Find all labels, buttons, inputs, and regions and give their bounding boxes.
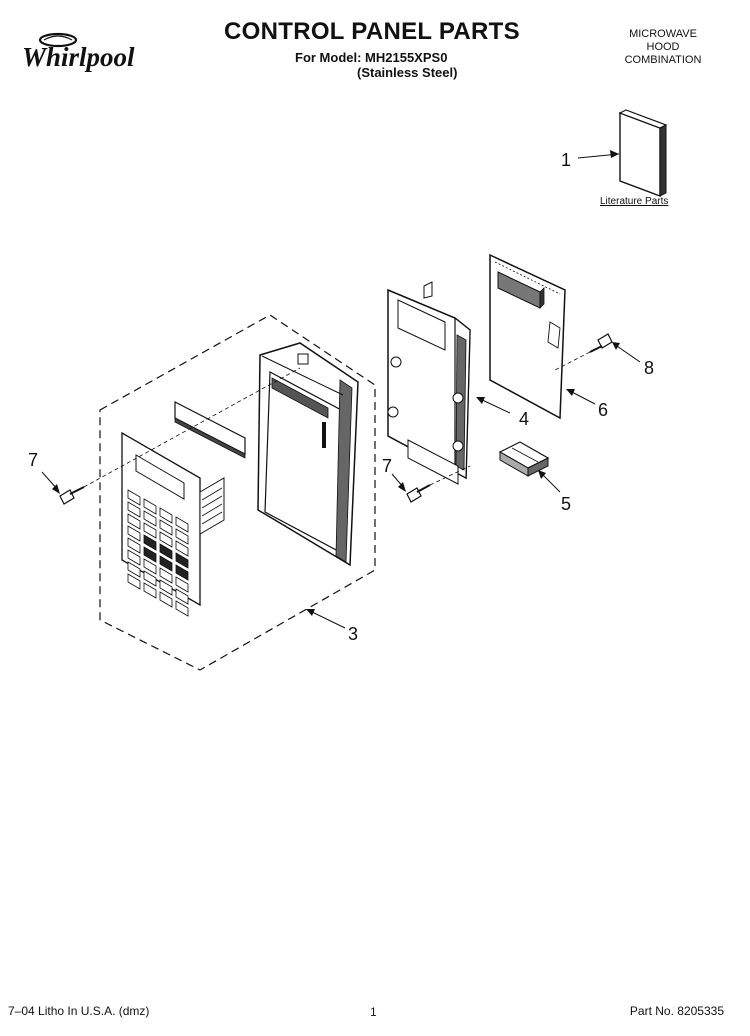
keypad-key [143, 558, 157, 575]
whirlpool-logo: Whirlpool [22, 32, 135, 72]
keypad-key [143, 498, 157, 515]
model-number: For Model: MH2155XPS0 [295, 50, 448, 65]
control-panel-frame[interactable] [257, 342, 359, 567]
keypad-key [175, 588, 189, 605]
finish-label: (Stainless Steel) [357, 65, 458, 80]
arrow-head [476, 397, 485, 404]
keypad-key [127, 489, 141, 506]
callout-8[interactable]: 8 [644, 358, 654, 378]
leader-line [307, 609, 346, 629]
keypad-key [159, 591, 173, 608]
keypad-key [159, 543, 173, 560]
product-type-line: MICROWAVE [629, 28, 697, 40]
keypad-key [127, 525, 141, 542]
keypad-key [159, 519, 173, 536]
callout-5[interactable]: 5 [561, 494, 571, 514]
keypad-key [159, 507, 173, 524]
bracket-part-4[interactable] [387, 281, 471, 485]
keypad-key [127, 513, 141, 530]
leader-line [613, 343, 641, 363]
keypad-key [175, 516, 189, 533]
keypad-key [175, 540, 189, 557]
screw-part-7-right[interactable] [406, 484, 431, 503]
keypad-key [127, 549, 141, 566]
arrow-head [612, 342, 620, 350]
keypad-key [159, 579, 173, 596]
keypad-key [175, 564, 189, 581]
keypad-key [127, 501, 141, 518]
keypad-key [143, 570, 157, 587]
screw-part-7-left[interactable] [59, 486, 85, 505]
arrow-head [306, 609, 315, 616]
keypad-key [127, 573, 141, 590]
keypad-ribbon [199, 477, 225, 535]
keypad-key [159, 531, 173, 548]
litho-note: 7–04 Litho In U.S.A. (dmz) [8, 1004, 150, 1018]
assembly-line [429, 465, 471, 486]
keypad-key [127, 537, 141, 554]
callout-4[interactable]: 4 [519, 409, 529, 429]
assembly-line [83, 367, 301, 488]
callout-7-left[interactable]: 7 [28, 450, 38, 470]
part-number: Part No. 8205335 [629, 1004, 724, 1018]
connector-clip-part-5[interactable] [498, 441, 550, 477]
keypad-key [159, 555, 173, 572]
literature-booklet[interactable] [618, 109, 668, 198]
arrow-head [566, 389, 575, 396]
callout-3[interactable]: 3 [348, 624, 358, 644]
product-type-line: HOOD [646, 41, 680, 53]
keypad-key [175, 576, 189, 593]
product-type-line: COMBINATION [624, 54, 702, 66]
arrow-head [398, 482, 406, 492]
arrow-head [52, 484, 60, 494]
arrow-head [610, 150, 619, 158]
literature-parts-label[interactable]: Literature Parts [600, 196, 668, 207]
keypad-key [143, 522, 157, 539]
callout-6[interactable]: 6 [598, 400, 608, 420]
keypad-key [143, 510, 157, 527]
keypad-key [127, 561, 141, 578]
callout-1[interactable]: 1 [561, 150, 571, 170]
keypad-key-grid [127, 489, 189, 617]
page-number: 1 [370, 1005, 377, 1019]
keypad-key [143, 546, 157, 563]
arrow-head [538, 470, 546, 479]
keypad-key [143, 534, 157, 551]
callout-7-right[interactable]: 7 [382, 456, 392, 476]
svg-text:Whirlpool: Whirlpool [22, 42, 135, 72]
keypad-key [175, 600, 189, 617]
circuit-board-part-6[interactable] [489, 253, 566, 420]
keypad-key [175, 552, 189, 569]
product-type: MICROWAVE HOOD COMBINATION [608, 28, 718, 67]
page-title: CONTROL PANEL PARTS [224, 18, 520, 45]
assembly-outline-3 [99, 314, 376, 671]
keypad-key [159, 567, 173, 584]
keypad-key [175, 528, 189, 545]
display-window[interactable] [174, 401, 246, 459]
keypad-key [143, 582, 157, 599]
screw-part-8[interactable] [589, 333, 613, 353]
